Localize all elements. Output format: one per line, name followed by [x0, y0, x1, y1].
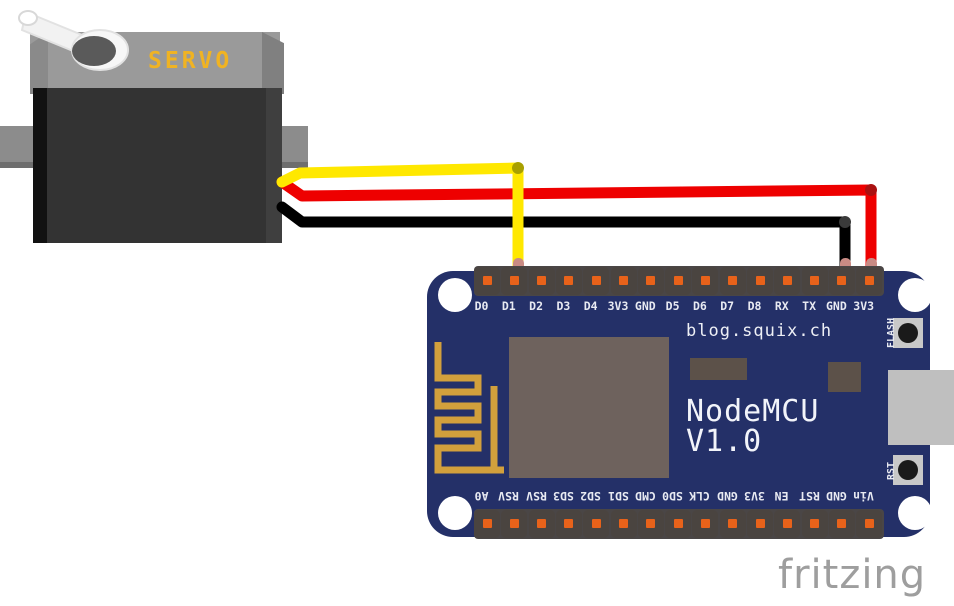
pin-hole-sd1-5: [619, 519, 628, 528]
pin-label-d1-1: D1: [501, 299, 516, 313]
flash-button-label: FLASH: [886, 317, 897, 348]
pin-hole-rsv-2: [537, 519, 547, 528]
board-brand-url: blog.squix.ch: [686, 321, 833, 341]
board-version: V1.0: [686, 424, 763, 459]
pin-hole-d4-4: [591, 276, 601, 285]
mounting-hole-top-right: [898, 278, 932, 312]
pin-label-d2-2: D2: [529, 299, 544, 313]
mounting-hole-bottom-left: [438, 496, 472, 530]
pin-hole-vin-14: [864, 519, 874, 528]
pin-hole-d1-1: [509, 276, 519, 285]
pin-hole-d7-9: [728, 276, 738, 285]
pin-hole-d5-7: [673, 276, 683, 285]
servo-label: SERVO: [148, 48, 233, 74]
pin-label-d4-4: D4: [583, 299, 598, 313]
pin-hole-gnd-13: [837, 276, 847, 285]
pin-hole-clk-8: [700, 519, 710, 528]
pin-hole-rx-11: [782, 276, 792, 285]
esp8266-module: [509, 337, 669, 478]
pin-hole-tx-12: [810, 276, 820, 285]
flash-button-dot: [898, 323, 918, 343]
servo-top-bevel-left: [30, 32, 48, 94]
servo-output-shaft: [72, 36, 116, 66]
servo-flange-right-shadow: [262, 162, 308, 168]
pin-label-d7-9: D7: [720, 299, 735, 313]
pin-label-d6-8: D6: [692, 299, 707, 313]
pin-label-vin-14: Vin: [853, 489, 875, 503]
flash-button[interactable]: [893, 318, 923, 348]
pin-label-d8-10: D8: [747, 299, 762, 313]
mounting-hole-bottom-right: [898, 496, 932, 530]
pin-label-3v3-5: 3V3: [607, 299, 629, 313]
usb-serial-chip: [828, 362, 861, 392]
pin-label-d5-7: D5: [665, 299, 680, 313]
pin-hole-cmd-6: [646, 519, 656, 528]
servo-body-left-side: [33, 88, 47, 243]
pin-hole-d8-10: [755, 276, 765, 285]
pin-hole-3v3-10: [755, 519, 765, 528]
pin-label-d3-3: D3: [556, 299, 571, 313]
pin-label-gnd-6: GND: [634, 299, 656, 313]
pin-hole-gnd-13: [837, 519, 847, 528]
reset-button-dot: [898, 460, 918, 480]
pin-hole-sd3-3: [564, 519, 574, 528]
servo-body: [45, 88, 267, 243]
pin-hole-sd0-7: [673, 519, 683, 528]
pin-hole-d6-8: [700, 276, 710, 285]
pin-hole-sd2-4: [591, 519, 601, 528]
regulator-chip: [690, 358, 747, 380]
reset-button-label: RST: [886, 461, 897, 480]
pin-hole-d3-3: [564, 276, 574, 285]
usb-connector[interactable]: [888, 370, 954, 445]
pin-hole-gnd-9: [728, 519, 738, 528]
pin-hole-en-11: [782, 519, 792, 528]
reset-button[interactable]: [893, 455, 923, 485]
pin-hole-rsv-1: [509, 519, 519, 528]
pin-label-d0-0: D0: [474, 299, 489, 313]
pin-hole-3v3-14: [864, 276, 874, 285]
servo-top-bevel-right: [262, 32, 284, 94]
pin-label-tx-12: TX: [802, 299, 817, 313]
pin-hole-d2-2: [537, 276, 547, 285]
pin-hole-gnd-6: [646, 276, 656, 285]
pin-hole-rst-12: [810, 519, 820, 528]
board-name: NodeMCU: [686, 394, 820, 429]
pin-label-3v3-14: 3V3: [853, 299, 875, 313]
mounting-hole-top-left: [438, 278, 472, 312]
pin-label-gnd-13: GND: [826, 299, 847, 313]
servo-motor[interactable]: SERVO: [0, 0, 320, 250]
pin-label-rx-11: RX: [774, 299, 789, 313]
servo-flange-left-shadow: [0, 162, 42, 168]
pin-hole-a0-0: [482, 519, 492, 528]
pcb-antenna-icon: [434, 342, 504, 474]
wire-power-red[interactable]: [276, 176, 877, 288]
pin-hole-3v3-5: [619, 276, 628, 285]
pin-hole-d0-0: [482, 276, 492, 285]
fritzing-watermark: fritzing: [778, 552, 927, 598]
